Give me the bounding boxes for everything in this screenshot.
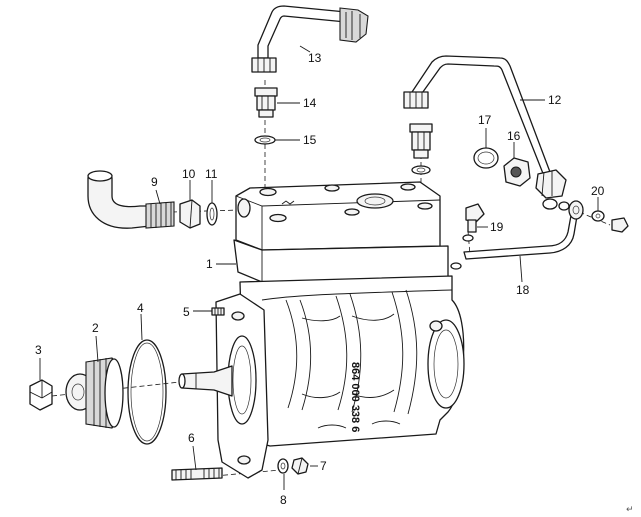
callout-3: 3: [35, 343, 42, 357]
part-20-washer: [591, 210, 629, 233]
callout-13: 13: [308, 51, 322, 65]
part-2-gear: [65, 357, 124, 429]
part-10-hex-nut: [179, 199, 201, 229]
callout-labels: 1 2 3 4 5 6 7 8 9 10 11 12 13 14 15 16 1…: [35, 51, 605, 507]
callout-7: 7: [320, 459, 327, 473]
part-8-washer: [277, 458, 289, 474]
callout-8: 8: [280, 493, 287, 507]
part-14-fitting: [254, 87, 278, 118]
part-3-nut: [29, 379, 53, 411]
callout-4: 4: [137, 301, 144, 315]
callout-11: 11: [205, 167, 218, 181]
callout-15: 15: [303, 133, 317, 147]
callout-12: 12: [548, 93, 562, 107]
part-5-stud: [211, 307, 225, 316]
callout-2: 2: [92, 321, 99, 335]
housing-stamp: 864 000 338 6: [349, 362, 361, 432]
corner-mark: ↵: [626, 505, 634, 515]
part-18-pipe: [463, 198, 584, 260]
part-6-stud-bolt: [171, 467, 223, 481]
part-4-o-ring: [127, 339, 167, 445]
part-17-ring: [473, 147, 499, 169]
part-11-washer: [206, 202, 218, 226]
callout-1: 1: [206, 257, 213, 271]
callout-20: 20: [591, 184, 605, 198]
part-12-pipe: [403, 55, 567, 199]
callout-16: 16: [507, 129, 521, 143]
callout-9: 9: [151, 175, 158, 189]
part-1-compressor-housing: 864 000 338 6: [178, 181, 465, 479]
callout-14: 14: [303, 96, 317, 110]
part-15-seal-ring-left: [254, 135, 276, 145]
callout-6: 6: [188, 431, 195, 445]
leader-lines: [39, 45, 599, 490]
callout-17: 17: [478, 113, 492, 127]
part-19-banjo-bolt: [450, 203, 485, 270]
pipe-12-fitting: [409, 123, 433, 175]
part-16-nut: [503, 157, 531, 187]
part-13-pipe: [251, 5, 369, 73]
part-7-nut: [291, 457, 309, 475]
callout-5: 5: [183, 305, 190, 319]
callout-18: 18: [516, 283, 530, 297]
part-9-elbow-pipe: [87, 170, 175, 229]
callout-10: 10: [182, 167, 196, 181]
callout-19: 19: [490, 220, 504, 234]
